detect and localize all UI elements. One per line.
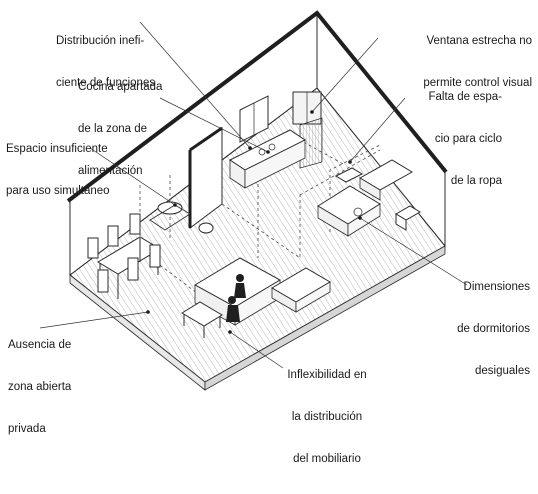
- label-zona-abierta: Ausencia de zona abierta privada: [8, 310, 71, 464]
- label-line: permite control visual: [423, 77, 532, 89]
- label-espacio-ropa: Falta de espa- cio para ciclo de la ropa: [400, 62, 502, 216]
- label-line: alimentación: [78, 165, 143, 177]
- label-line: Dimensiones: [463, 281, 530, 293]
- dressers: [334, 167, 421, 231]
- leader-dots: [146, 110, 362, 334]
- label-line: de la zona de: [78, 123, 148, 135]
- label-line: Ventana estrecha no: [426, 35, 533, 47]
- label-line: de la ropa: [450, 175, 502, 187]
- label-cocina: Cocina apartada de la zona de alimentaci…: [78, 52, 162, 206]
- label-mobiliario: Inflexibilidad en la distribución del mo…: [268, 340, 386, 494]
- label-ventana: Ventana estrecha no permite control visu…: [350, 6, 532, 118]
- label-line: Ausencia de: [8, 339, 72, 351]
- dining-chairs: [87, 213, 161, 293]
- label-dormitorios: Dimensiones de dormitorios desiguales: [430, 252, 530, 406]
- label-line: privada: [8, 423, 46, 435]
- label-line: zona abierta: [8, 381, 72, 393]
- label-line: Espacio insuficiente: [6, 143, 108, 155]
- person-figures: [226, 274, 246, 322]
- label-line: Falta de espa-: [428, 91, 502, 103]
- leader-lines: [39, 21, 468, 369]
- label-line: Inflexibilidad en: [287, 369, 367, 381]
- label-line: la distribución: [291, 411, 363, 423]
- label-line: del mobiliario: [293, 453, 361, 465]
- apartment-diagram: Distribución inefi- ciente de funciones …: [6, 6, 532, 465]
- label-line: para uso simultáneo: [6, 185, 110, 197]
- isometric-apartment-drawing: [39, 10, 468, 391]
- floor-slab-right: [204, 245, 446, 391]
- wall-top-edge: [66, 10, 448, 203]
- label-espacio-uso: Espacio insuficiente para uso simultáneo: [6, 114, 110, 226]
- label-line: Distribución inefi-: [56, 35, 145, 47]
- label-line: ciente de funciones: [56, 77, 156, 89]
- toilet: [198, 222, 214, 234]
- label-line: Cocina apartada: [78, 81, 163, 93]
- label-distribucion: Distribución inefi- ciente de funciones: [56, 6, 155, 118]
- coffee-table: [181, 301, 223, 327]
- label-line: cio para ciclo: [434, 133, 502, 145]
- label-line: desiguales: [475, 365, 530, 377]
- shower: [149, 204, 191, 231]
- label-line: de dormitorios: [457, 323, 530, 335]
